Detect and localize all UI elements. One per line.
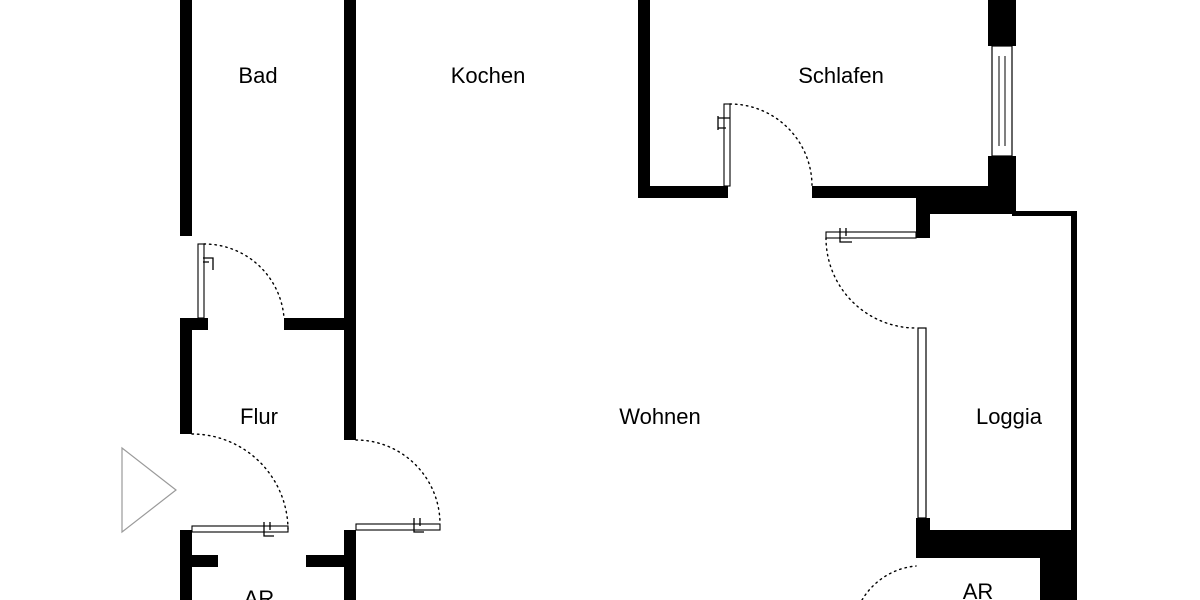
room-label-wohnen: Wohnen (619, 404, 701, 429)
room-label-ar-right: AR (963, 579, 994, 600)
wall-schlafen-bottom-a (638, 186, 728, 198)
ar-right-door-swing (861, 565, 917, 600)
wall-ar-left-top-a (180, 555, 218, 567)
flur-entrance-door-handle (263, 522, 274, 537)
wall-ar-left-top-b (306, 555, 356, 567)
wohnen-door-leaf (355, 523, 441, 531)
room-label-flur: Flur (240, 404, 278, 429)
wall-loggia-top (1012, 211, 1077, 216)
flur-entrance-door-swing (191, 433, 289, 531)
wall-bad-flur-left-stub (180, 318, 208, 330)
windows (917, 45, 1013, 519)
wohnen-door-swing (355, 439, 441, 525)
room-label-bad: Bad (238, 63, 277, 88)
wall-loggia-railing-right (1071, 214, 1077, 532)
walls (180, 0, 1077, 600)
wohnen-door-handle (413, 518, 424, 533)
wall-bad-right (344, 0, 356, 440)
loggia-door-leaf (825, 231, 917, 239)
room-label-ar-left: AR (244, 586, 275, 600)
entrance-arrow-icon (121, 446, 177, 534)
flur-entrance-door-leaf (191, 525, 289, 533)
wall-schlafen-corner (916, 186, 1016, 214)
room-label-schlafen: Schlafen (798, 63, 884, 88)
loggia-glass-door (917, 327, 927, 519)
wall-schlafen-left (638, 0, 650, 198)
wall-loggia-left-top (916, 186, 930, 238)
bad-door-leaf (197, 243, 205, 319)
room-labels: Bad Kochen Schlafen Flur Wohnen Loggia A… (238, 63, 1042, 600)
doors (191, 103, 917, 600)
loggia-railing (1016, 213, 1076, 530)
bad-door-swing (203, 243, 285, 319)
room-label-kochen: Kochen (451, 63, 526, 88)
wall-schlafen-bottom-b (812, 186, 932, 198)
wall-schlafen-right-top (988, 0, 1016, 46)
wall-ar-right-right (1040, 530, 1077, 600)
loggia-door-handle (839, 228, 852, 243)
wall-bad-flur (284, 318, 356, 330)
bad-door-handle (203, 257, 214, 270)
wall-flur-left (180, 318, 192, 434)
loggia-door-swing (825, 237, 917, 329)
schlafen-door-leaf (723, 103, 731, 187)
schlafen-door-handle (717, 116, 730, 130)
room-label-loggia: Loggia (976, 404, 1043, 429)
schlafen-door-swing (729, 103, 813, 187)
wall-bad-left (180, 0, 192, 236)
schlafen-window (991, 45, 1013, 157)
